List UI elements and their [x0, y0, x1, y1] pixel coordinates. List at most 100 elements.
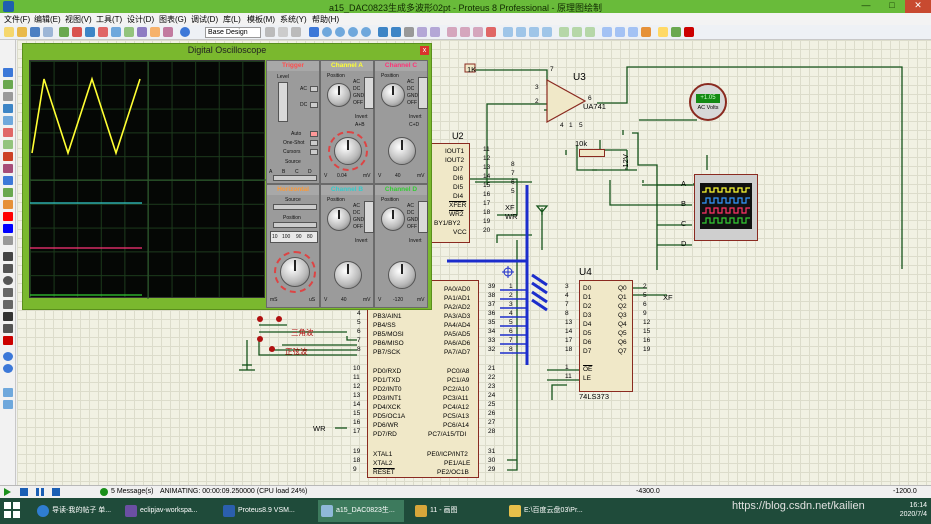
switch-button[interactable] [257, 336, 263, 342]
channel-a-scale-knob[interactable] [334, 137, 362, 165]
text-icon[interactable] [3, 312, 13, 321]
oscilloscope-close-button[interactable]: x [420, 46, 429, 55]
generator-icon[interactable] [3, 200, 13, 209]
channel-d-coupling-switch[interactable] [418, 201, 428, 233]
horizontal-position-slider[interactable] [273, 222, 317, 228]
channel-d-position-knob[interactable] [381, 207, 405, 231]
decompose-icon[interactable] [542, 27, 552, 37]
menu-design[interactable]: 设计(D) [127, 15, 155, 24]
taskbar-item[interactable]: 导读-我的帖子 单... [34, 500, 118, 522]
design-explorer-icon[interactable] [602, 27, 612, 37]
menu-debug[interactable]: 调试(D) [191, 15, 219, 24]
remove-sheet-icon[interactable] [628, 27, 638, 37]
menu-view[interactable]: 视图(V) [65, 15, 92, 24]
junction-dot-icon[interactable] [3, 92, 13, 101]
netlist-icon[interactable] [684, 27, 694, 37]
pause-icon[interactable] [36, 488, 44, 496]
menu-edit[interactable]: 编辑(E) [34, 15, 61, 24]
block-move-icon[interactable] [460, 27, 470, 37]
bus-icon[interactable] [3, 128, 13, 137]
bill-of-materials-icon[interactable] [658, 27, 668, 37]
voltage-probe-icon[interactable] [3, 212, 13, 221]
trigger-oneshot-button[interactable] [310, 140, 318, 146]
search-tag-icon[interactable] [572, 27, 582, 37]
trigger-auto-button[interactable] [310, 131, 318, 137]
refresh-icon[interactable] [265, 27, 275, 37]
symbol-icon[interactable] [3, 324, 13, 333]
3d-icon[interactable] [150, 27, 160, 37]
taskbar-item[interactable]: Proteus8.9 VSM... [220, 500, 306, 522]
trigger-dc-button[interactable] [310, 102, 318, 108]
ac-voltmeter[interactable]: +1.05 AC Volts [689, 83, 727, 121]
switch-button[interactable] [276, 316, 282, 322]
horizontal-source-slider[interactable] [273, 204, 317, 210]
path-icon[interactable] [3, 300, 13, 309]
redo-icon[interactable] [391, 27, 401, 37]
trigger-level-slider[interactable] [278, 82, 288, 122]
graph-icon[interactable] [3, 176, 13, 185]
channel-b-coupling-switch[interactable] [364, 201, 374, 233]
play-icon[interactable] [4, 488, 11, 496]
bom-icon[interactable] [111, 27, 121, 37]
digital-oscilloscope-window[interactable]: Digital Oscilloscope x Trigger Level AC … [22, 43, 432, 310]
menu-file[interactable]: 文件(F) [4, 15, 31, 24]
menu-graph[interactable]: 图表(G) [159, 15, 187, 24]
taskbar-clock[interactable]: 16:14 2020/7/4 [900, 501, 927, 519]
zoom-area-icon[interactable] [361, 27, 371, 37]
gerber-icon[interactable] [98, 27, 108, 37]
pick-device-icon[interactable] [503, 27, 513, 37]
virtual-instrument-icon[interactable] [3, 236, 13, 245]
paste-icon[interactable] [430, 27, 440, 37]
taskbar-item[interactable]: E:\百度云盘03\Pr... [506, 500, 598, 522]
tape-recorder-icon[interactable] [3, 188, 13, 197]
property-assign-icon[interactable] [585, 27, 595, 37]
close-button[interactable]: ✕ [905, 0, 931, 13]
line-icon[interactable] [3, 252, 13, 261]
switch-label-triangle[interactable]: 三角波 [291, 328, 314, 337]
block-rotate-icon[interactable] [473, 27, 483, 37]
channel-a-position-knob[interactable] [327, 83, 351, 107]
menu-help[interactable]: 帮助(H) [312, 15, 340, 24]
channel-a-coupling-switch[interactable] [364, 77, 374, 109]
zoom-all-icon[interactable] [348, 27, 358, 37]
pcb-icon[interactable] [85, 27, 95, 37]
text-script-icon[interactable] [3, 116, 13, 125]
menu-tools[interactable]: 工具(T) [96, 15, 123, 24]
zoom-out-icon[interactable] [335, 27, 345, 37]
menu-library[interactable]: 库(L) [223, 15, 241, 24]
pan-icon[interactable] [309, 27, 319, 37]
block-copy-icon[interactable] [447, 27, 457, 37]
help-icon[interactable] [180, 27, 190, 37]
wire-autorouter-icon[interactable] [559, 27, 569, 37]
trigger-ac-button[interactable] [310, 86, 318, 92]
box-icon[interactable] [3, 264, 13, 273]
undo-icon[interactable] [378, 27, 388, 37]
selection-mode-icon[interactable] [3, 68, 13, 77]
channel-b-scale-knob[interactable] [334, 261, 362, 289]
arc-icon[interactable] [3, 288, 13, 297]
wire-label-icon[interactable] [3, 104, 13, 113]
taskbar-item-active[interactable]: a15_DAC0823生... [318, 500, 404, 522]
minimize-button[interactable]: — [861, 0, 871, 10]
copy-icon[interactable] [417, 27, 427, 37]
component-mode-icon[interactable] [3, 80, 13, 89]
make-device-icon[interactable] [516, 27, 526, 37]
trigger-cursors-button[interactable] [310, 149, 318, 155]
block-delete-icon[interactable] [486, 27, 496, 37]
new-sheet-icon[interactable] [615, 27, 625, 37]
zoom-in-icon[interactable] [322, 27, 332, 37]
origin-icon[interactable] [291, 27, 301, 37]
source-code-icon[interactable] [124, 27, 134, 37]
menu-template[interactable]: 模板(M) [247, 15, 275, 24]
circle-icon[interactable] [3, 276, 13, 285]
window-title-bar[interactable]: a15_DAC0823生成多波形02pt - Proteus 8 Profess… [0, 0, 931, 13]
device-pin-icon[interactable] [3, 164, 13, 173]
step-icon[interactable] [20, 488, 28, 496]
rotate-cw-icon[interactable] [3, 352, 13, 361]
switch-button[interactable] [257, 316, 263, 322]
new-file-icon[interactable] [4, 27, 14, 37]
stop-icon[interactable] [52, 488, 60, 496]
exit-parent-icon[interactable] [641, 27, 651, 37]
notes-icon[interactable] [163, 27, 173, 37]
grid-icon[interactable] [278, 27, 288, 37]
